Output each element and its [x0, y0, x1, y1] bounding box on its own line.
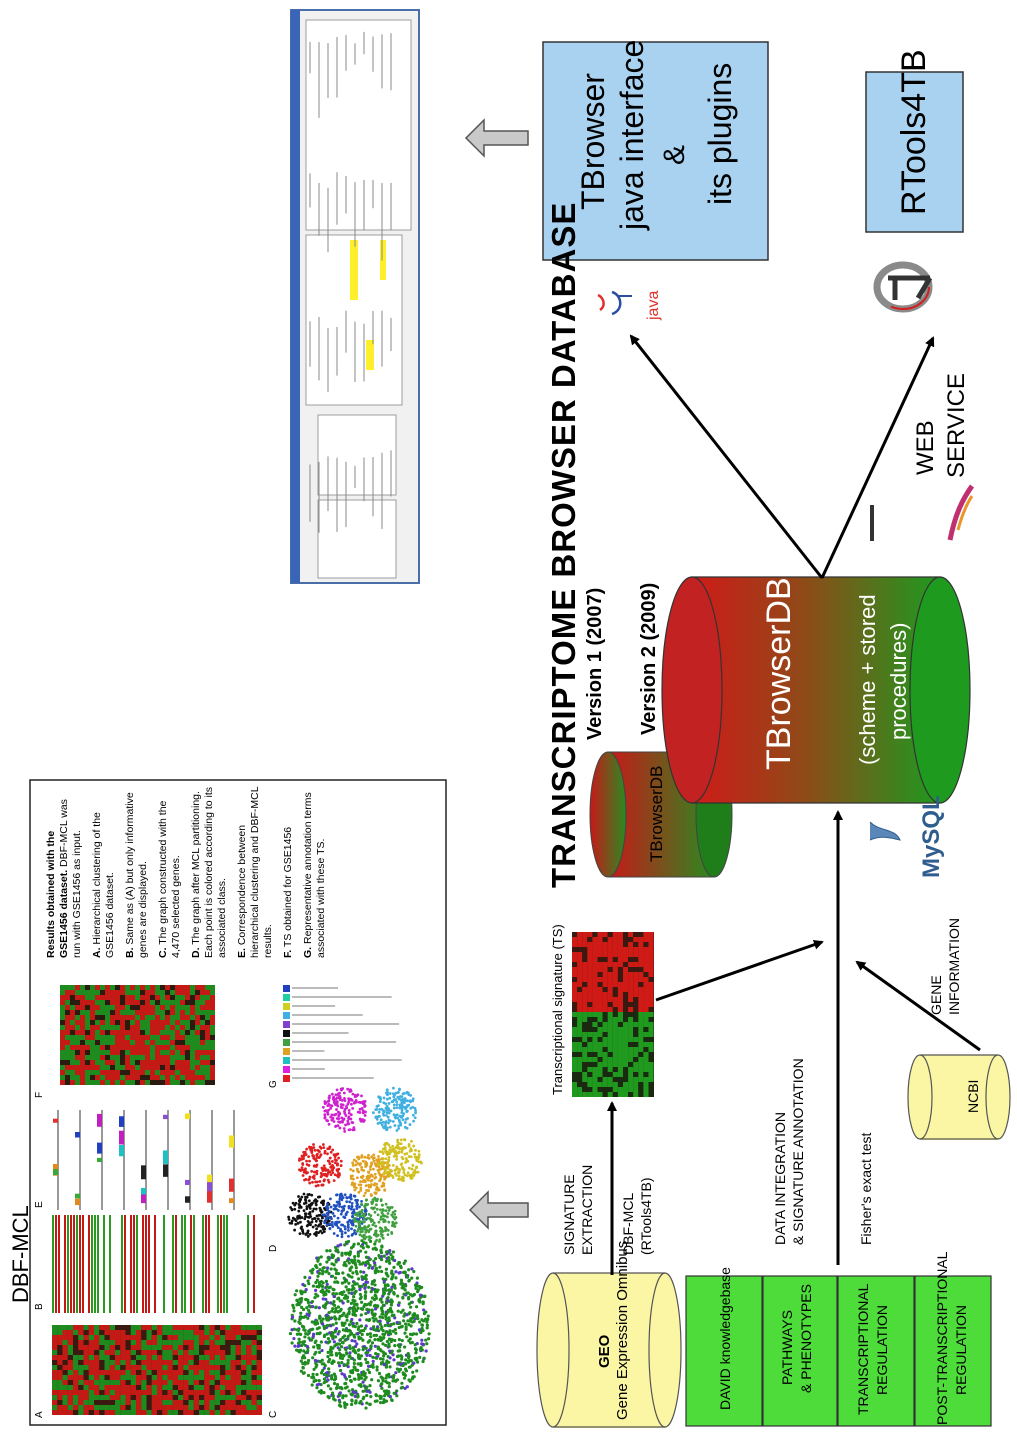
- data-integration-line2: & SIGNATURE ANNOTATION: [790, 1058, 806, 1245]
- signature-extraction-line2: EXTRACTION: [579, 1164, 595, 1255]
- version-2-label: Version 2 (2009): [638, 582, 660, 735]
- web-service-line1: WEB: [912, 420, 939, 475]
- source-post-line2: REGULATION: [953, 1305, 969, 1395]
- ncbi-cylinder: [907, 1054, 1011, 1140]
- source-box-pathways: [762, 1275, 838, 1427]
- java-logo-icon: [597, 290, 632, 316]
- version-1-label: Version 1 (2007): [584, 587, 606, 740]
- panel-letter-a: A: [34, 1411, 45, 1418]
- java-label: java: [645, 290, 662, 320]
- tbrowser-box: [542, 41, 769, 261]
- ts-label: Transcriptional signature (TS): [550, 924, 565, 1095]
- legend-e: E. Correspondence between hierarchical c…: [236, 786, 274, 958]
- tbrowser-screenshot: [290, 9, 420, 584]
- legend-b: B. Same as (A) but only informative gene…: [124, 792, 149, 958]
- legend-c: C. The graph constructed with the 4,470 …: [157, 800, 182, 958]
- source-post-line1: POST-TRANSCRIPTIONAL: [934, 1251, 950, 1425]
- db-big-sub-2: procedures): [886, 622, 911, 740]
- annotation-legend-g: [283, 985, 402, 1082]
- panel-letter-g: G: [268, 1080, 279, 1088]
- hollow-arrow-tbrowser: [464, 118, 529, 158]
- r-logo-icon: [873, 261, 933, 313]
- correspondence-bars: [53, 1110, 235, 1210]
- source-pathways-line2: & PHENOTYPES: [798, 1284, 814, 1393]
- panel-letter-b: B: [34, 1303, 45, 1310]
- ncbi-label: NCBI: [965, 1079, 981, 1113]
- tbrowser-box-line3: &: [658, 144, 691, 165]
- legend-g: G. Representative annotation terms assoc…: [302, 792, 327, 958]
- db-big-sub-1: (scheme + stored: [855, 594, 880, 765]
- dbf-legend: Results obtained with the GSE1456 datase…: [45, 783, 328, 958]
- dbf-mcl-title: DBF-MCL: [8, 1205, 33, 1303]
- source-box-post-transcriptional: [914, 1275, 992, 1427]
- dbf-mcl-method-line1: DBF-MCL: [620, 1192, 636, 1255]
- diagram-title: TRANSCRIPTOME BROWSER DATABASE: [545, 201, 582, 888]
- gene-info-line2: INFORMATION: [946, 918, 962, 1015]
- panel-letter-e: E: [34, 1201, 45, 1208]
- db-small-label: TBrowserDB: [647, 765, 666, 862]
- graph-c: [288, 1239, 431, 1410]
- db-big-label: TBrowserDB: [760, 577, 798, 770]
- tbrowser-box-line4: its plugins: [702, 62, 738, 205]
- geo-label: GEO: [596, 1334, 613, 1368]
- mysql-label: MySQL: [918, 795, 945, 878]
- panel-letter-f: F: [34, 1091, 45, 1098]
- dbf-mcl-panel: [29, 779, 447, 1426]
- dbf-mcl-method-line2: (RTools4TB): [638, 1177, 654, 1255]
- source-transcriptional-line2: REGULATION: [874, 1305, 890, 1395]
- legend-f: F. TS obtained for GSE1456: [282, 826, 294, 958]
- apache-feather-icon: [947, 484, 975, 541]
- source-box-david: [685, 1275, 763, 1427]
- dbf-mcl-frame: [29, 779, 447, 1426]
- gene-info-line1: GENE: [928, 975, 944, 1015]
- mysql-dolphin-icon: [869, 821, 901, 841]
- tbrowser-box-line1: TBrowser: [575, 73, 611, 210]
- legend-a: A. Hierarchical clustering of the GSE145…: [91, 812, 116, 958]
- source-david-label: DAVID knowledgebase: [717, 1267, 733, 1410]
- signature-extraction-line1: SIGNATURE: [561, 1174, 577, 1255]
- arrow-ts-to-db: [655, 939, 824, 1002]
- source-box-transcriptional: [837, 1275, 915, 1427]
- panel-letter-d: D: [268, 1244, 279, 1252]
- tbrowser-box-line2: java interface: [614, 39, 650, 230]
- legend-intro: Results obtained with the GSE1456 datase…: [45, 799, 83, 958]
- graph-d: [287, 1086, 423, 1244]
- db-cylinder-big: [661, 576, 971, 804]
- rtools-box: [865, 71, 964, 233]
- rtools-box-label: RTools4TB: [895, 49, 933, 215]
- source-transcriptional-line1: TRANSCRIPTIONAL: [855, 1283, 871, 1415]
- panel-letter-c: C: [268, 1410, 279, 1418]
- source-pathways-line1: PATHWAYS: [779, 1310, 795, 1385]
- arrow-ncbi-to-db: [855, 960, 981, 1052]
- geo-cylinder: [536, 1272, 682, 1428]
- geo-sub-label: Gene Expression Omnibus: [614, 1240, 631, 1420]
- screenshot-titlebar: [291, 10, 300, 583]
- arrow-db-to-r: [820, 336, 935, 579]
- web-service-line2: SERVICE: [943, 373, 970, 478]
- data-integration-line1: DATA INTEGRATION: [772, 1111, 788, 1245]
- legend-d: D. The graph after MCL partitioning. Eac…: [190, 786, 228, 958]
- fisher-label: Fisher's exact test: [858, 1132, 874, 1245]
- arrow-db-to-java: [629, 334, 824, 579]
- hollow-arrow-dbf: [468, 1190, 529, 1230]
- w3c-logo-icon: [870, 505, 874, 541]
